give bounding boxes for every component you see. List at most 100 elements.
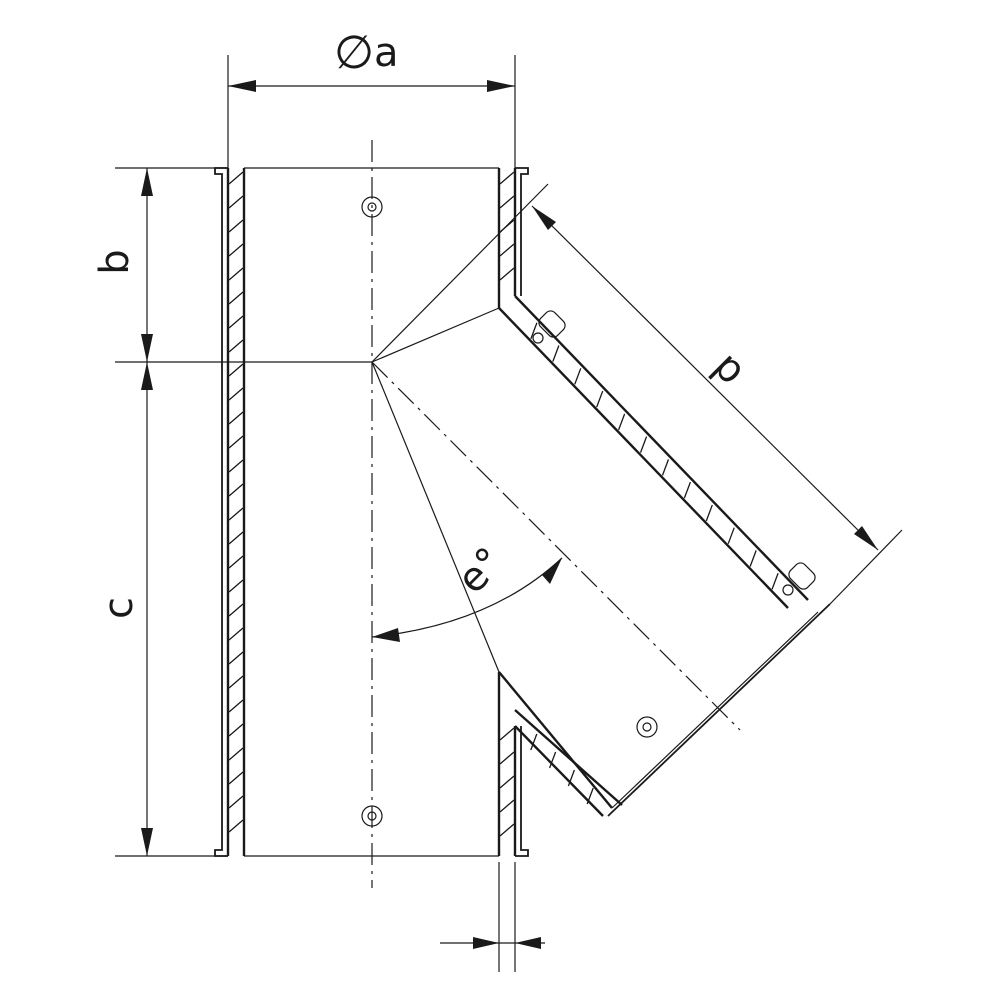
hatch-line bbox=[499, 751, 515, 765]
bolt-lower bbox=[782, 562, 816, 596]
hatch-line bbox=[228, 387, 244, 401]
arrow-b-top bbox=[141, 168, 153, 196]
diameter-symbol-label: ∅ bbox=[334, 25, 374, 79]
hatch-line bbox=[552, 345, 560, 362]
hatch-line bbox=[567, 769, 576, 787]
intersection-line-ext bbox=[371, 183, 549, 363]
hatch-line bbox=[228, 243, 244, 257]
angle-e-label: e° bbox=[449, 539, 513, 603]
hatch-line bbox=[228, 627, 244, 641]
hatch-line bbox=[228, 507, 244, 521]
hatch-line bbox=[228, 291, 244, 305]
arrow-e-left bbox=[372, 628, 400, 642]
hatch-line bbox=[683, 481, 691, 499]
arrow-a-right bbox=[487, 80, 515, 92]
hatch-line bbox=[530, 322, 538, 339]
branch-upper-wall-outer bbox=[514, 295, 809, 601]
hatch-line bbox=[499, 799, 515, 813]
branch-pipe bbox=[371, 183, 831, 817]
main-pipe-right-flange-top bbox=[515, 167, 529, 296]
arrow-c-bottom bbox=[141, 828, 153, 856]
arrow-e-right bbox=[542, 558, 562, 584]
hatch-line bbox=[499, 267, 515, 281]
hatch-line bbox=[228, 699, 244, 713]
arrow-t-left bbox=[473, 937, 499, 949]
hatch-line bbox=[596, 390, 604, 408]
ext-line-d-end bbox=[829, 529, 903, 605]
hatch-line bbox=[228, 315, 244, 329]
intersection-line-lower bbox=[371, 361, 500, 673]
hatch-line bbox=[228, 555, 244, 569]
hatch-line bbox=[618, 413, 626, 431]
hatch-line bbox=[228, 459, 244, 473]
branch-upper-hatch bbox=[530, 322, 779, 590]
rivet-branch bbox=[636, 716, 658, 738]
hatch-line bbox=[228, 435, 244, 449]
hatch-line bbox=[228, 363, 244, 377]
hatch-line bbox=[771, 573, 779, 590]
hatch-line bbox=[228, 747, 244, 761]
dimension-angle-e: e° bbox=[371, 539, 563, 642]
hatch-line bbox=[499, 775, 515, 789]
arrow-b-bottom bbox=[141, 334, 153, 362]
hatch-line bbox=[586, 787, 594, 805]
main-pipe-right-lower-hatch bbox=[499, 727, 515, 837]
arrow-d-top bbox=[532, 206, 556, 230]
hatch-line bbox=[228, 675, 244, 689]
dimension-b-label: b bbox=[92, 249, 138, 274]
main-pipe-left-flange bbox=[214, 167, 228, 857]
hatch-line bbox=[548, 751, 557, 769]
hatch-line bbox=[499, 823, 515, 837]
hatch-line bbox=[228, 483, 244, 497]
hatch-line bbox=[228, 771, 244, 785]
hatch-line bbox=[639, 436, 648, 453]
dimension-d-label: d bbox=[702, 346, 752, 396]
hatch-line bbox=[228, 411, 244, 425]
hatch-line bbox=[228, 603, 244, 617]
hatch-line bbox=[661, 459, 670, 476]
branch-lower-wall-outer-b bbox=[514, 709, 623, 806]
branch-lower-wall-outer-a bbox=[514, 725, 604, 817]
hatch-line bbox=[228, 171, 244, 185]
hatch-line bbox=[499, 195, 515, 209]
dimension-diameter-a: ∅ a bbox=[227, 25, 516, 168]
branch-lower-wall-inner bbox=[498, 671, 613, 809]
arrow-t-right bbox=[515, 937, 541, 949]
rivet-bottom bbox=[361, 805, 383, 827]
dimension-d: d bbox=[531, 205, 903, 605]
angle-arc-e bbox=[371, 557, 563, 638]
dimension-b: b bbox=[92, 167, 372, 363]
hatch-line bbox=[228, 579, 244, 593]
rivet-top bbox=[361, 196, 383, 218]
intersection-line-upper bbox=[371, 307, 500, 363]
hatch-line bbox=[499, 171, 515, 185]
dimension-c-label: c bbox=[96, 597, 142, 619]
hatch-line bbox=[228, 723, 244, 737]
arrow-a-left bbox=[228, 80, 256, 92]
hatch-line bbox=[228, 339, 244, 353]
branch-end-inner bbox=[611, 611, 819, 809]
hatch-line bbox=[749, 550, 757, 567]
dim-line-d bbox=[531, 205, 879, 551]
dimension-t bbox=[440, 862, 545, 972]
main-pipe-left-hatch bbox=[228, 171, 244, 833]
hatch-line bbox=[499, 727, 515, 741]
hatch-line bbox=[228, 219, 244, 233]
branch-upper-wall-inner bbox=[498, 307, 789, 609]
hatch-line bbox=[228, 267, 244, 281]
hatch-line bbox=[228, 819, 244, 833]
branch-end bbox=[607, 603, 831, 817]
main-pipe bbox=[214, 140, 529, 888]
bolt-upper bbox=[532, 310, 566, 344]
hatch-line bbox=[727, 527, 735, 544]
arrow-d-bottom bbox=[854, 526, 878, 550]
main-pipe-right-flange-bottom bbox=[515, 726, 529, 857]
hatch-line bbox=[499, 243, 515, 257]
diameter-a-label: a bbox=[374, 30, 399, 76]
hatch-line bbox=[228, 195, 244, 209]
hatch-line bbox=[705, 504, 713, 522]
hatch-line bbox=[530, 733, 538, 751]
arrow-c-top bbox=[141, 362, 153, 390]
dimension-c: c bbox=[96, 362, 228, 857]
